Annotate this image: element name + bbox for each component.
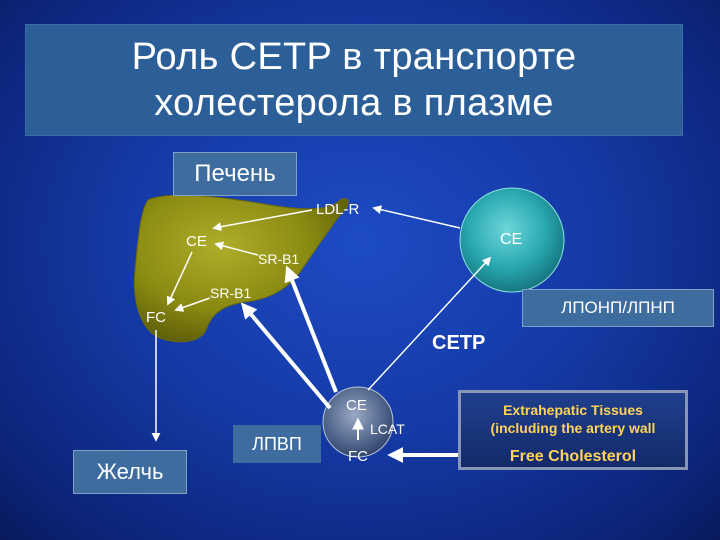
vldl-ldl-label: ЛПОНП/ЛПНП <box>522 289 714 327</box>
arrow-vldl-to-ldlr <box>372 205 461 229</box>
title-line-1: Роль CETP в транспорте <box>131 36 577 78</box>
title-line-2: холестерола в плазме <box>154 82 554 124</box>
arrow-hdl-to-vldl <box>367 256 492 391</box>
arrow-hdl-to-srb1-bottom <box>240 302 332 410</box>
sr-b1-top-label: SR-B1 <box>258 251 299 267</box>
title-box: Роль CETP в транспорте холестерола в пла… <box>25 24 683 136</box>
liver-label: Печень <box>173 152 297 196</box>
sr-b1-bottom-label: SR-B1 <box>210 285 251 301</box>
arrow-hdl-to-srb1-top <box>284 265 338 393</box>
hdl-label: ЛПВП <box>233 425 321 463</box>
liver-fc-label: FC <box>146 309 166 326</box>
arrow-srb1-to-fc <box>174 297 211 312</box>
ldl-r-label: LDL-R <box>316 201 360 218</box>
cetp-label: CETP <box>432 332 485 354</box>
vldl-ce-label: CE <box>500 231 522 248</box>
arrow-ldlr-to-ce <box>212 209 313 232</box>
tissues-line-1: Extrahepatic Tissues <box>503 402 643 418</box>
free-cholesterol-label: Free Cholesterol <box>509 448 637 465</box>
liver-ce-label: CE <box>186 233 207 250</box>
bile-label: Желчь <box>73 450 187 494</box>
lcat-label: LCAT <box>370 421 405 437</box>
arrow-ce-to-fc <box>166 251 193 306</box>
tissues-line-2: (including the artery wall <box>490 420 656 436</box>
hdl-fc-label: FC <box>348 448 368 465</box>
extrahepatic-tissues-box: Extrahepatic Tissues (including the arte… <box>458 390 688 470</box>
hdl-ce-label: CE <box>346 397 367 414</box>
arrow-srb1-to-ce <box>214 241 259 256</box>
